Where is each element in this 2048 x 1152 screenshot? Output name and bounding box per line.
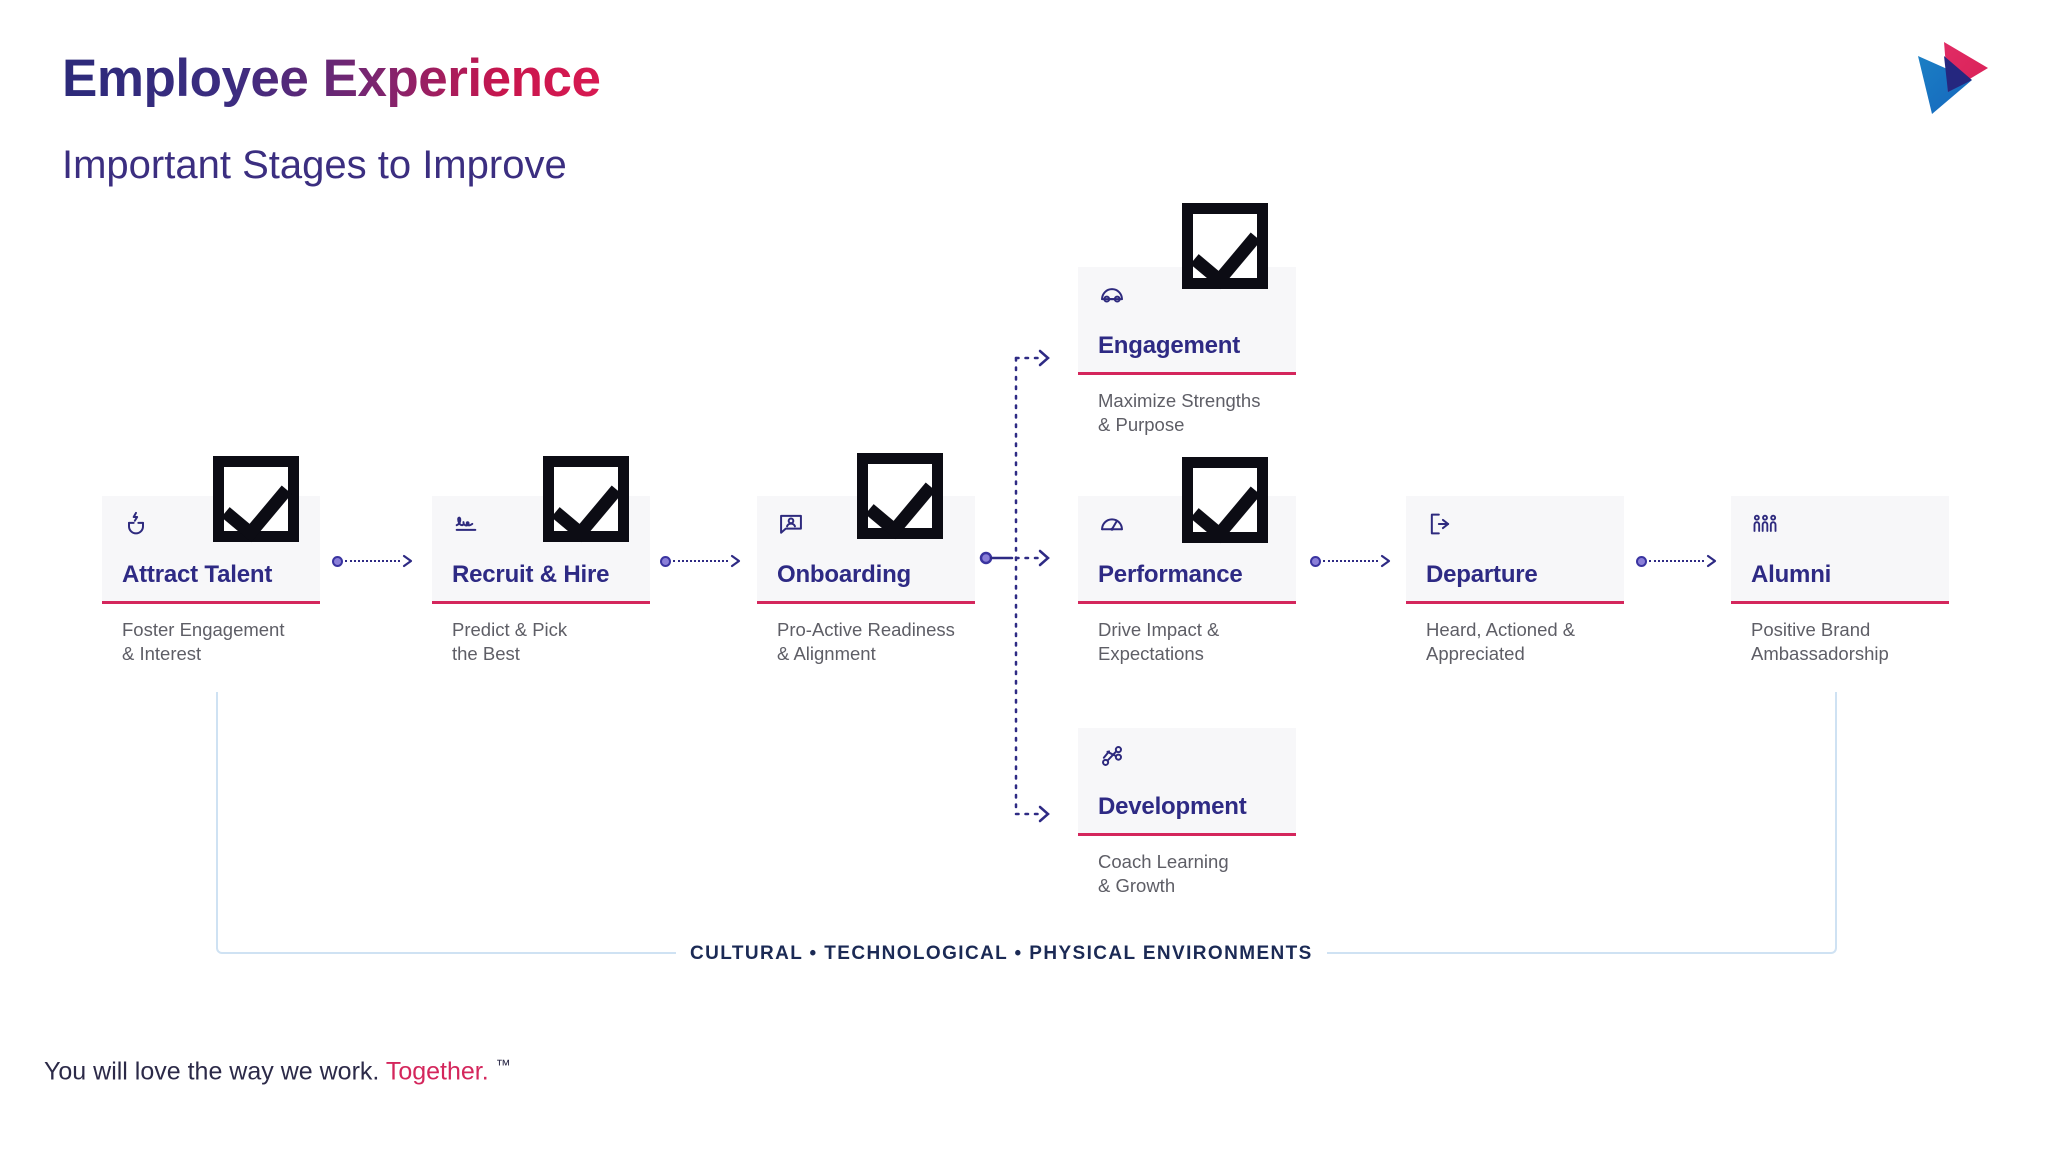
signature-icon <box>452 510 480 538</box>
checkmark-engagement <box>1182 203 1268 289</box>
checkmark-onboarding <box>857 453 943 539</box>
footer-text-accent: Together. <box>385 1057 489 1086</box>
triangle-play-logo <box>1904 28 2000 116</box>
card-title: Performance <box>1098 561 1243 588</box>
connector-departure-to-alumni <box>1636 552 1718 570</box>
card-description: Maximize Strengths & Purpose <box>1098 390 1261 435</box>
connector-onboarding-branch <box>979 330 1060 840</box>
arrow-right-icon <box>730 554 742 568</box>
card-description: Coach Learning & Growth <box>1098 851 1229 896</box>
stage-card-development[interactable]: Development Coach Learning & Growth <box>1078 728 1296 897</box>
connector-dot <box>1636 555 1647 567</box>
card-description: Drive Impact & Expectations <box>1098 619 1220 664</box>
stage-card-departure[interactable]: Departure Heard, Actioned & Appreciated <box>1406 496 1624 665</box>
connector-dotted-line <box>345 560 400 562</box>
page-title: Employee Experience <box>62 49 601 108</box>
magnet-spark-icon <box>122 510 150 538</box>
connector-performance-to-departure <box>1310 552 1392 570</box>
connector-dot <box>1310 555 1321 567</box>
card-title: Attract Talent <box>122 561 273 588</box>
three-people-icon <box>1751 510 1779 538</box>
checkmark-performance <box>1182 457 1268 543</box>
card-title: Development <box>1098 793 1247 820</box>
card-box: Recruit & Hire <box>432 496 650 604</box>
checkmark-attract-talent <box>213 456 299 542</box>
connector-dotted-line <box>1649 560 1704 562</box>
card-box: Departure <box>1406 496 1624 604</box>
card-title: Recruit & Hire <box>452 561 610 588</box>
speedometer-icon <box>1098 510 1126 538</box>
stage-card-alumni[interactable]: Alumni Positive Brand Ambassadorship <box>1731 496 1949 665</box>
network-nodes-icon <box>1098 742 1126 770</box>
connector-dot <box>332 555 343 567</box>
connector-attract-to-recruit <box>332 552 414 570</box>
connector-dotted-line <box>673 560 728 562</box>
footer-text-main: You will love the way we work. <box>44 1057 386 1086</box>
checkmark-recruit-hire <box>543 456 629 542</box>
page-subtitle: Important Stages to Improve <box>62 143 567 187</box>
card-description: Predict & Pick the Best <box>452 619 568 664</box>
card-title: Onboarding <box>777 561 911 588</box>
card-title: Engagement <box>1098 332 1241 359</box>
card-description: Foster Engagement & Interest <box>122 619 285 664</box>
environments-bracket <box>216 692 1837 954</box>
exit-door-icon <box>1426 510 1454 538</box>
arrow-right-icon <box>1706 554 1718 568</box>
card-description: Positive Brand Ambassadorship <box>1751 619 1889 664</box>
arrow-right-icon <box>1380 554 1392 568</box>
engagement-arc-icon <box>1098 281 1126 309</box>
footer-tagline: You will love the way we work. Together.… <box>44 1057 511 1086</box>
arrow-right-icon <box>402 554 414 568</box>
connector-dot <box>660 555 671 567</box>
id-badge-photo-icon <box>777 510 805 538</box>
card-box: Alumni <box>1731 496 1949 604</box>
trademark-symbol: ™ <box>495 1057 511 1074</box>
card-description: Pro-Active Readiness & Alignment <box>777 619 955 664</box>
card-description: Heard, Actioned & Appreciated <box>1426 619 1576 664</box>
card-box: Development <box>1078 728 1296 836</box>
connector-recruit-to-onboarding <box>660 552 742 570</box>
card-title: Departure <box>1426 561 1538 588</box>
environments-label: CULTURAL • TECHNOLOGICAL • PHYSICAL ENVI… <box>676 943 1327 965</box>
stage-card-engagement[interactable]: Engagement Maximize Strengths & Purpose <box>1078 267 1296 436</box>
card-title: Alumni <box>1751 561 1832 588</box>
stage-card-recruit-hire[interactable]: Recruit & Hire Predict & Pick the Best <box>432 496 650 665</box>
connector-dotted-line <box>1323 560 1378 562</box>
